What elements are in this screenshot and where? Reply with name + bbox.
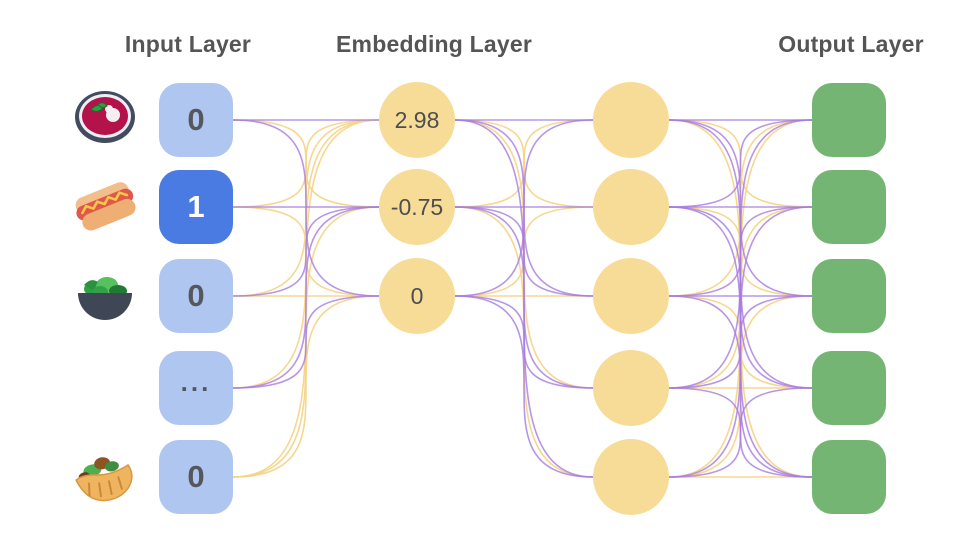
edge bbox=[454, 295, 594, 478]
edge bbox=[668, 387, 813, 478]
edge bbox=[668, 119, 813, 297]
output-node-3 bbox=[812, 259, 886, 333]
embedding-layer-title: Embedding Layer bbox=[336, 31, 532, 57]
edge bbox=[232, 206, 380, 389]
edge bbox=[232, 295, 380, 478]
edge bbox=[454, 119, 594, 208]
edge bbox=[454, 206, 594, 297]
edge bbox=[232, 206, 380, 297]
output-node-1 bbox=[812, 83, 886, 157]
edge bbox=[454, 119, 594, 297]
output-layer-title: Output Layer bbox=[778, 31, 924, 57]
hot-dog-icon bbox=[75, 182, 136, 231]
edge bbox=[668, 119, 813, 208]
borscht-icon bbox=[75, 91, 135, 143]
output-node-5 bbox=[812, 440, 886, 514]
edge bbox=[232, 119, 380, 208]
hidden-node-1 bbox=[593, 82, 669, 158]
input-node-ellipsis: ... bbox=[159, 351, 233, 425]
input-layer-title: Input Layer bbox=[124, 31, 252, 57]
input-node-borscht: 0 bbox=[159, 83, 233, 157]
hidden-node-2 bbox=[593, 169, 669, 245]
salad-icon bbox=[78, 277, 132, 320]
pita-icon bbox=[75, 457, 133, 502]
edge bbox=[232, 295, 380, 389]
edge bbox=[454, 206, 594, 389]
output-node-4 bbox=[812, 351, 886, 425]
embedding-node-3: 0 bbox=[379, 258, 455, 334]
input-node-pita: 0 bbox=[159, 440, 233, 514]
edge bbox=[668, 295, 813, 478]
edge bbox=[668, 119, 813, 389]
input-node-hot-dog: 1 bbox=[159, 170, 233, 244]
hidden-node-3 bbox=[593, 258, 669, 334]
embedding-node-1: 2.98 bbox=[379, 82, 455, 158]
hidden-node-5 bbox=[593, 439, 669, 515]
edge bbox=[454, 295, 594, 389]
output-node-2 bbox=[812, 170, 886, 244]
edge bbox=[232, 119, 380, 297]
edge bbox=[668, 206, 813, 478]
embedding-node-2: -0.75 bbox=[379, 169, 455, 245]
input-node-salad: 0 bbox=[159, 259, 233, 333]
hidden-node-4 bbox=[593, 350, 669, 426]
